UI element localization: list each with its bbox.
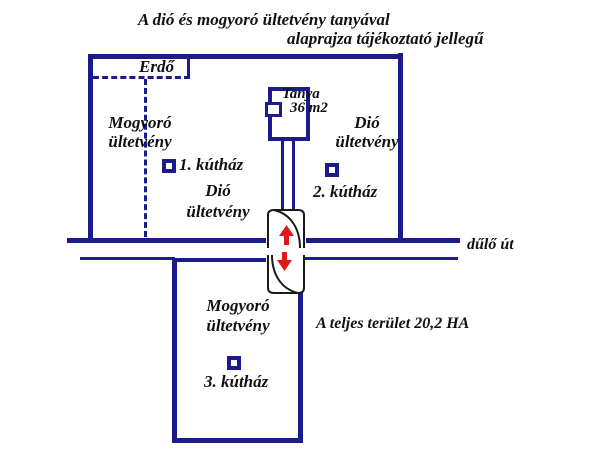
upper-left-plantation-label: Mogyoró ültetvény [108,113,172,151]
lower-plantation-label: Mogyoró ültetvény [206,296,270,335]
farm-path-right-edge [292,141,295,213]
well-1-label: 1. kútház [179,155,244,174]
gate-icon [267,209,305,294]
farm-area-label: 36 m2 [290,100,328,116]
upper-right-plantation-label: Dió ültetvény [335,113,399,151]
upper-plot-left-border [88,54,93,243]
forest-dashed-boundary [93,76,190,79]
title-line-1: A dió és mogyoró ültetvény tanyával [138,10,390,29]
gate-lower-leaf [267,254,305,294]
lower-plot-top-border [172,258,266,262]
lower-plot-left-border [172,258,177,443]
farm-building-annex [265,102,282,117]
road-top-edge-right [306,238,460,243]
well-3-marker-icon [227,356,241,370]
road-label: dűlő út [467,236,514,253]
well-3-label: 3. kútház [204,372,269,391]
road-bottom-edge-left [80,257,175,260]
upper-plot-top-border [88,54,403,59]
title-line-2: alaprajza tájékoztató jellegű [287,29,484,48]
lower-plot-right-border [298,258,303,443]
well-2-label: 2. kútház [313,182,378,201]
plantation-dashed-divider [144,79,147,237]
lower-plot-bottom-border [172,438,303,443]
farm-label: Tanya [282,86,320,102]
arrow-down-icon [277,252,292,271]
forest-label: Erdő [139,57,174,76]
well-2-marker-icon [325,163,339,177]
farm-path-left-edge [281,141,284,213]
upper-center-plantation-label: Dió ültetvény [186,181,250,221]
total-area-label: A teljes terület 20,2 HA [316,315,470,332]
arrow-up-icon [279,225,294,245]
upper-plot-right-border [398,53,403,243]
road-bottom-edge-right [303,257,458,260]
forest-boundary-tick [187,59,190,77]
well-1-marker-icon [162,159,176,173]
road-top-edge-left [67,238,266,243]
